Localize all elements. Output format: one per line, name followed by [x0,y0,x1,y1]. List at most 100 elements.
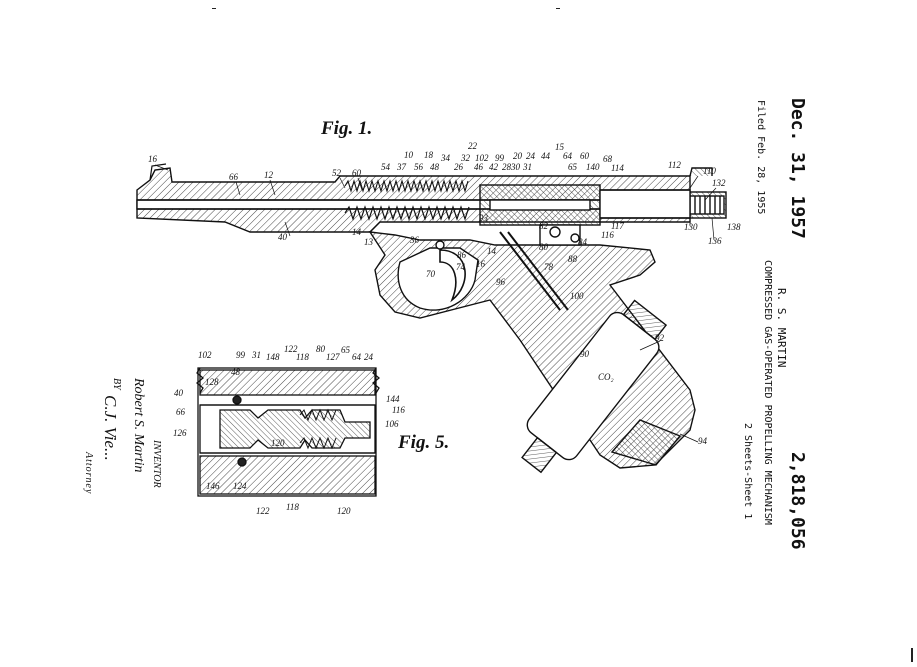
svg-text:30: 30 [510,162,521,172]
svg-text:148: 148 [266,352,280,362]
trigger [439,249,466,303]
svg-text:20: 20 [513,151,523,161]
scan-mark-bottom-right [911,648,913,662]
svg-text:54: 54 [381,162,391,172]
svg-text:90: 90 [580,349,590,359]
svg-text:40: 40 [278,232,288,242]
svg-text:118: 118 [296,352,309,362]
svg-text:CO₂: CO₂ [598,372,614,382]
svg-text:13: 13 [364,237,374,247]
svg-text:66: 66 [229,172,239,182]
svg-text:80: 80 [539,242,549,252]
svg-text:31: 31 [251,350,261,360]
svg-text:102: 102 [475,153,489,163]
svg-text:112: 112 [668,160,681,170]
svg-text:84: 84 [578,237,588,247]
fig5-label: Fig. 5. [398,432,450,453]
svg-text:118: 118 [286,502,299,512]
svg-text:116: 116 [392,405,405,415]
svg-text:92: 92 [655,333,665,343]
upper-spring [344,179,469,193]
svg-text:78: 78 [544,262,554,272]
fig5-detail [195,367,381,497]
svg-text:120: 120 [337,506,351,516]
fig1-pistol [136,163,727,474]
svg-text:132: 132 [712,178,726,188]
svg-text:74: 74 [456,262,466,272]
svg-text:136: 136 [708,236,722,246]
svg-text:22: 22 [468,141,478,151]
svg-text:16: 16 [476,259,486,269]
svg-text:34: 34 [440,153,451,163]
svg-text:65: 65 [341,345,351,355]
svg-text:124: 124 [233,481,247,491]
svg-text:28: 28 [502,162,512,172]
svg-text:116: 116 [601,230,614,240]
svg-text:93: 93 [479,213,489,223]
svg-text:117: 117 [611,221,624,231]
svg-text:24: 24 [526,151,536,161]
svg-text:122: 122 [256,506,270,516]
svg-text:64: 64 [352,352,362,362]
svg-text:110: 110 [703,166,716,176]
svg-text:100: 100 [570,291,584,301]
svg-text:138: 138 [727,222,741,232]
svg-text:60: 60 [580,151,590,161]
svg-text:26: 26 [454,162,464,172]
co2-cartridge [521,299,668,474]
scan-mark-top-1 [212,8,216,9]
svg-text:40: 40 [174,388,184,398]
svg-text:14: 14 [352,227,362,237]
svg-text:14: 14 [487,246,497,256]
svg-text:99: 99 [236,350,246,360]
svg-text:126: 126 [173,428,187,438]
svg-text:128: 128 [205,377,219,387]
svg-text:130: 130 [684,222,698,232]
svg-text:48: 48 [231,367,241,377]
svg-text:46: 46 [474,162,484,172]
svg-text:68: 68 [603,154,613,164]
svg-text:80: 80 [316,344,326,354]
svg-text:102: 102 [198,350,212,360]
svg-text:18: 18 [424,150,434,160]
svg-text:120: 120 [271,438,285,448]
svg-text:44: 44 [541,151,551,161]
svg-text:88: 88 [568,254,578,264]
svg-text:64: 64 [563,151,573,161]
svg-text:66: 66 [176,407,186,417]
svg-text:99: 99 [495,153,505,163]
svg-text:52: 52 [332,168,342,178]
svg-text:96: 96 [496,277,506,287]
fig1-label: Fig. 1. [321,118,373,139]
svg-text:140: 140 [586,162,600,172]
sear-rod [499,231,561,311]
svg-text:24: 24 [364,352,374,362]
svg-text:82: 82 [539,221,549,231]
svg-text:15: 15 [555,142,565,152]
svg-text:37: 37 [396,162,407,172]
svg-text:94: 94 [698,436,708,446]
svg-text:32: 32 [460,153,471,163]
svg-text:31: 31 [522,162,532,172]
svg-text:70: 70 [426,269,436,279]
svg-text:56: 56 [414,162,424,172]
svg-text:146: 146 [206,481,220,491]
svg-text:16: 16 [148,154,158,164]
svg-text:106: 106 [385,419,399,429]
svg-text:36: 36 [409,235,420,245]
grip-cap [610,419,682,466]
front-spring [344,205,470,221]
svg-text:127: 127 [326,352,340,362]
scan-mark-top-2 [556,8,560,9]
svg-text:122: 122 [284,344,298,354]
svg-text:86: 86 [457,250,467,260]
svg-text:114: 114 [611,163,624,173]
svg-text:10: 10 [404,150,414,160]
svg-text:12: 12 [264,170,274,180]
svg-text:48: 48 [430,162,440,172]
svg-text:144: 144 [386,394,400,404]
